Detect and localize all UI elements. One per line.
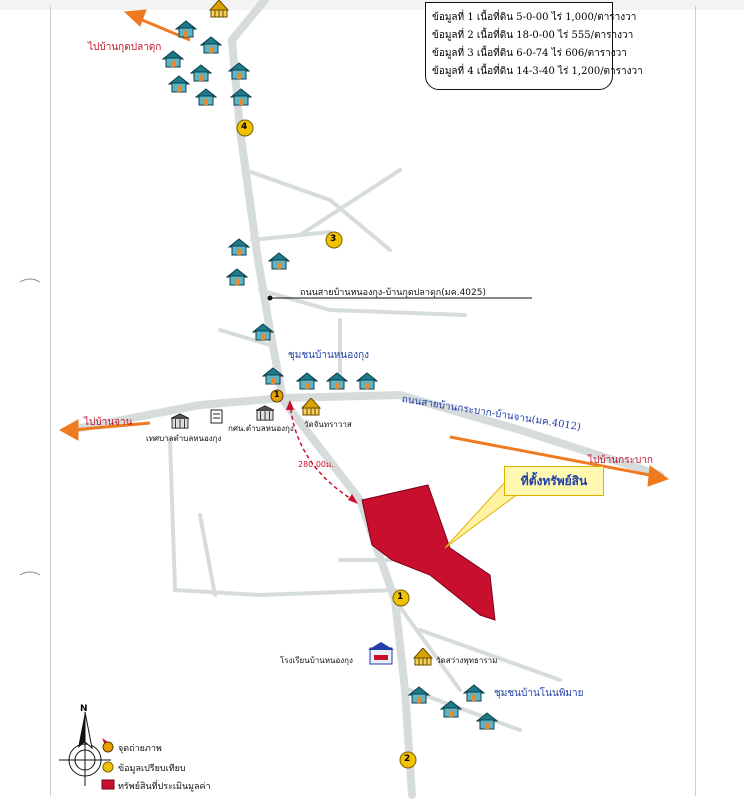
label-temple-chan: วัดจันทราวาส	[304, 420, 352, 429]
temple-top-icon	[209, 0, 229, 18]
label-to-ban-chan: ไปบ้านจาน	[84, 417, 133, 428]
road-lane-1	[250, 230, 332, 242]
legend-subject: ทรัพย์สินที่ประเมินมูลค่า	[118, 782, 211, 792]
photo-point-number: 1	[274, 390, 280, 399]
label-community-non-phimai: ชุมชนบ้านโนนพิมาย	[494, 688, 584, 699]
comparable-marker-2	[399, 751, 417, 769]
school-icon	[368, 642, 394, 665]
page-frame	[50, 6, 696, 796]
legend-icons	[101, 738, 115, 790]
comparable-markers	[236, 119, 417, 769]
road-lane-3	[298, 168, 402, 237]
legend-photo-point: จุดถ่ายภาพ	[118, 744, 162, 754]
label-to-kud-pla-duk: ไปบ้านกุดปลาดุก	[88, 42, 162, 53]
legend-comparable: ข้อมูลเปรียบเทียบ	[118, 764, 186, 774]
info-line-1: ข้อมูลที่ 1 เนื้อที่ดิน 5-0-00 ไร่ 1,000…	[432, 12, 637, 23]
north-arrow-icon	[59, 711, 111, 786]
label-school: โรงเรียนบ้านหนองกุง	[280, 656, 353, 665]
info-line-4: ข้อมูลที่ 4 เนื้อที่ดิน 14-3-40 ไร่ 1,20…	[432, 66, 643, 77]
road-lane-2	[243, 168, 392, 252]
comparable-marker-3	[325, 231, 343, 249]
legend-subject-icon	[101, 779, 115, 790]
comparable-marker-1	[392, 589, 410, 607]
comparable-marker-4	[236, 119, 254, 137]
road-4012	[76, 390, 664, 479]
north-label: N	[80, 704, 88, 714]
subject-property	[361, 484, 496, 621]
label-community-nong-kung: ชุมชนบ้านหนองกุง	[288, 350, 370, 361]
label-road-4025: ถนนสายบ้านหนองกุง-บ้านกุดปลาดุก(มค.4025)	[300, 288, 486, 298]
label-temple-sawang: วัดสว่างพุทธาราม	[436, 656, 498, 665]
comparable-info-box: ข้อมูลที่ 1 เนื้อที่ดิน 5-0-00 ไร่ 1,000…	[425, 2, 643, 90]
direction-arrows	[58, 9, 670, 487]
subject-callout: ที่ตั้งทรัพย์สิน	[504, 466, 604, 496]
ksn-icon	[255, 405, 275, 421]
road-lane-9	[393, 598, 462, 692]
label-distance: 280.00ม.	[298, 460, 334, 469]
label-to-ban-krabak: ไปบ้านกระบาก	[588, 455, 653, 466]
comparable-number-2: 2	[404, 754, 411, 764]
municipality-icon	[170, 413, 190, 429]
label-ksn: กศน.ตำบลหนองกุง	[228, 424, 294, 433]
comparable-number-4: 4	[241, 122, 248, 132]
road-lane-5	[218, 328, 272, 347]
top-strip	[0, 0, 744, 10]
road-lane-10	[418, 628, 562, 682]
road-lane-4	[258, 288, 467, 317]
houses	[162, 20, 498, 730]
legend-comparable-icon	[102, 761, 114, 773]
road-lane-7	[168, 438, 397, 598]
roads	[76, 0, 664, 799]
comparable-number-1: 1	[397, 592, 404, 602]
comparable-number-3: 3	[330, 234, 337, 244]
label-municipality: เทศบาลตำบลหนองกุง	[146, 434, 222, 443]
doc-icon	[210, 409, 223, 424]
photo-point-marker	[270, 389, 284, 403]
road-lane-8	[198, 513, 217, 597]
road-main-north	[227, 0, 287, 404]
legend-photo-icon	[102, 741, 114, 753]
info-line-3: ข้อมูลที่ 3 เนื้อที่ดิน 6-0-74 ไร่ 606/ต…	[432, 48, 627, 59]
info-line-2: ข้อมูลที่ 2 เนื้อที่ดิน 18-0-00 ไร่ 555/…	[432, 30, 634, 41]
road-lane-11	[408, 688, 522, 732]
